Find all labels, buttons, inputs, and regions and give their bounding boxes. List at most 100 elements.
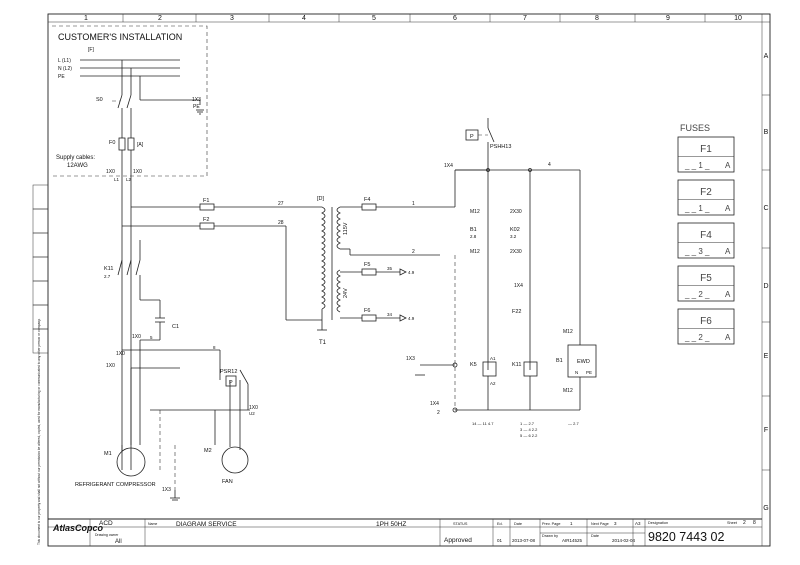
date-value: 2013-07-08 xyxy=(512,538,536,543)
wire-35: 35 xyxy=(387,266,393,271)
m1-description: REFRIGERANT COMPRESSOR xyxy=(75,482,156,488)
f22-label: F22 xyxy=(512,309,521,315)
fuses-title: FUSES xyxy=(680,123,710,133)
next-page-value: 3 xyxy=(614,521,617,526)
fuse-name: F5 xyxy=(700,273,712,284)
sheet-label: Sheet xyxy=(727,521,738,525)
fuse-box-f5: F5_ _ 2 _A xyxy=(677,265,735,302)
24v-label: 24V xyxy=(343,288,349,298)
designation-label: Designation xyxy=(648,521,668,525)
c1-label: C1 xyxy=(172,324,179,330)
col-8: 8 xyxy=(595,15,599,22)
supply-cables-label: Supply cables: xyxy=(56,155,95,161)
115v-label: 115V xyxy=(343,222,349,235)
col-3: 3 xyxy=(230,15,234,22)
control-circuit xyxy=(415,118,597,413)
wire-1: 1 xyxy=(412,201,415,207)
x1x0-c: 1X0 xyxy=(106,363,115,369)
fan-label: FAN xyxy=(222,479,233,485)
x1x4-mid: 1X4 xyxy=(514,283,523,289)
psr12-label: PSR12 xyxy=(220,369,237,375)
x1x0-d: 1X0 xyxy=(249,405,258,411)
drawing-frame xyxy=(47,13,771,547)
s0-label: S0 xyxy=(96,97,103,103)
customer-installation-box xyxy=(52,25,208,177)
col-6: 6 xyxy=(453,15,457,22)
column-grid: 1 2 3 4 5 6 7 8 9 10 xyxy=(84,14,742,22)
ed-value: 01 xyxy=(497,538,503,543)
ed-label: Ed. xyxy=(497,522,503,526)
x1x3-bottom: 1X3 xyxy=(162,487,171,493)
supply-wiring xyxy=(112,60,204,470)
f2-label: F2 xyxy=(203,217,209,223)
m2-label: M2 xyxy=(204,448,212,454)
date2-value: 2014-02-04 xyxy=(612,538,636,543)
control-feed xyxy=(122,203,455,331)
k5-cross-ref: 14 — 11 4.7 xyxy=(472,421,494,426)
spec-value: 1PH 50HZ xyxy=(376,521,406,528)
compressor-circuit xyxy=(116,240,250,501)
f4-label: F4 xyxy=(364,197,370,203)
psr12-p-box: P xyxy=(229,380,233,386)
l2-term: L2 xyxy=(126,177,132,182)
owner-label: Drawing owner xyxy=(95,533,119,537)
t1-label: T1 xyxy=(319,340,327,346)
x1x0-l1: 1X0 xyxy=(106,169,115,175)
row-b: B xyxy=(764,129,769,136)
pshh13-label: PSHH13 xyxy=(490,144,511,150)
pshh13-p-box: P xyxy=(470,134,474,140)
col-1: 1 xyxy=(84,15,88,22)
wire-34: 34 xyxy=(387,312,393,317)
x1x3-pe-top: 1X3 xyxy=(192,97,201,103)
fuse-value: _ _ 2 _ xyxy=(684,333,710,342)
2x30-a: 2X30 xyxy=(510,209,522,215)
wire-5: 5 xyxy=(150,335,153,340)
f1-label: F1 xyxy=(203,198,209,204)
l1-term: L1 xyxy=(114,177,120,182)
k11-cross-ref-3: 5 — 6 2.2 xyxy=(520,433,538,438)
prev-page-label: Prev. Page xyxy=(542,522,561,526)
x1x4-top: 1X4 xyxy=(444,163,453,169)
m12-d: M12 xyxy=(563,388,573,394)
row-a: A xyxy=(764,53,769,60)
fuse-unit: A xyxy=(725,247,731,256)
ewd-label: EWD xyxy=(577,359,590,365)
b1b-label: B1 xyxy=(556,358,563,364)
owner-value: All xyxy=(115,539,122,545)
fuse-name: F6 xyxy=(700,316,712,327)
row-g: G xyxy=(763,505,768,512)
ewd-pe: PE xyxy=(586,370,592,375)
supply-awg-label: 12AWG xyxy=(67,163,88,169)
fuse-unit: A xyxy=(725,333,731,342)
atlas-copco-logo: AtlasCopco xyxy=(52,523,104,533)
k11-ref: 2.7 xyxy=(104,274,111,279)
x1x4-bottom: 1X4 xyxy=(430,401,439,407)
row-f: F xyxy=(764,427,768,434)
next-page-label: Next Page xyxy=(591,522,609,526)
fuse-name: F4 xyxy=(700,230,712,241)
sheet-number: 2 xyxy=(743,520,746,526)
designation-value: 9820 7443 02 xyxy=(648,530,725,544)
2x30-b: 2X30 xyxy=(510,249,522,255)
date-label: Date xyxy=(514,522,522,526)
pe-top: PE xyxy=(193,104,200,110)
m1-label: M1 xyxy=(104,451,112,457)
f0-label: F0 xyxy=(109,140,115,146)
a2-term: A2 xyxy=(490,381,496,386)
fuse-box-f1: F1_ _ 1 _A xyxy=(677,136,735,173)
fuse-value: _ _ 1 _ xyxy=(684,204,710,213)
fuse-unit: A xyxy=(725,204,731,213)
name-value: DIAGRAM SERVICE xyxy=(176,521,237,528)
b1-label: B1 xyxy=(470,227,477,233)
fuse-name: F1 xyxy=(700,144,712,155)
k11-label: K11 xyxy=(104,266,113,272)
name-label: Name xyxy=(148,522,157,526)
fuse-box-f6: F6 _ _ 2 _ A xyxy=(677,308,735,345)
row-c: C xyxy=(763,205,768,212)
ref-4-9-a: 4.9 xyxy=(408,270,415,275)
row-grid: A B C D E F G xyxy=(762,53,770,512)
ref-4-9-b: 4.9 xyxy=(408,316,415,321)
prev-page-value: 1 xyxy=(570,521,573,526)
drawn-by-value: AIR14525 xyxy=(562,538,583,543)
